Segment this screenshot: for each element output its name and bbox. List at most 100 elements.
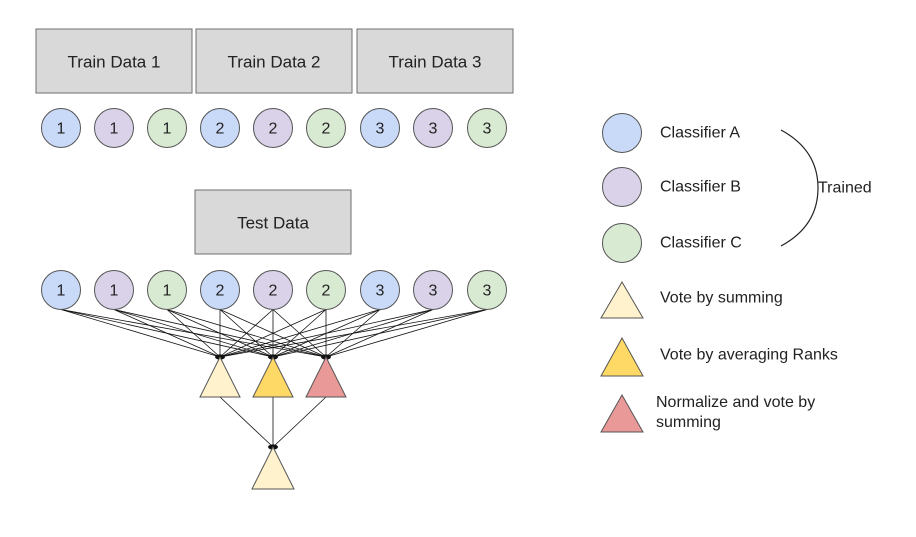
test-row-node: 1 xyxy=(94,270,134,310)
classifier-circle xyxy=(147,108,187,148)
legend-item-classifier-1: Classifier A xyxy=(602,113,740,153)
classifier-node-label: 1 xyxy=(110,121,119,138)
train-data-box-bg xyxy=(195,28,353,94)
classifier-node-label: 1 xyxy=(57,121,66,138)
train-data-box-1: Train Data 1 xyxy=(35,28,193,94)
trained-row-node: 1 xyxy=(94,108,134,148)
classifier-circle xyxy=(413,270,453,310)
trained-row-node: 2 xyxy=(253,108,293,148)
trained-row-node: 2 xyxy=(306,108,346,148)
classifier-node-label: 2 xyxy=(322,283,331,300)
connector-line xyxy=(219,309,274,358)
classifier-node-label: 2 xyxy=(269,283,278,300)
trained-row-node: 3 xyxy=(467,108,507,148)
trained-label: Trained xyxy=(818,180,872,197)
final-vote-triangle xyxy=(251,445,295,490)
classifier-node-label: 1 xyxy=(163,283,172,300)
circle-icon xyxy=(602,167,642,207)
legend-label-line: Normalize and vote by xyxy=(656,394,815,411)
legend-label: Vote by summing xyxy=(660,290,783,307)
classifier-circle xyxy=(467,270,507,310)
classifier-node-label: 3 xyxy=(376,283,385,300)
test-row-node: 1 xyxy=(147,270,187,310)
classifier-circle xyxy=(200,270,240,310)
vote-triangle-3 xyxy=(305,355,347,398)
triangle-icon xyxy=(600,281,644,319)
test-row-node: 1 xyxy=(41,270,81,310)
test-row-node: 3 xyxy=(360,270,400,310)
vote-triangle-group xyxy=(199,355,347,490)
circle-icon xyxy=(602,223,642,263)
test-row-node: 2 xyxy=(200,270,240,310)
classifier-node-label: 2 xyxy=(216,121,225,138)
legend-label: Classifier C xyxy=(660,235,742,252)
connector-line xyxy=(325,309,488,358)
classifier-circle xyxy=(253,270,293,310)
classifier-node-label: 3 xyxy=(429,283,438,300)
classifier-circle xyxy=(94,270,134,310)
classifier-circle xyxy=(41,270,81,310)
connector-line xyxy=(272,396,327,448)
classifier-node-label: 3 xyxy=(376,121,385,138)
trained-row-node: 3 xyxy=(360,108,400,148)
classifier-circle xyxy=(253,108,293,148)
classifier-node-label: 3 xyxy=(429,121,438,138)
trained-row-node: 3 xyxy=(413,108,453,148)
train-data-label: Train Data 2 xyxy=(228,53,321,72)
classifier-node-label: 1 xyxy=(57,283,66,300)
classifier-node-label: 1 xyxy=(110,283,119,300)
classifier-circle xyxy=(413,108,453,148)
classifier-circle xyxy=(306,270,346,310)
train-data-box-3: Train Data 3 xyxy=(356,28,514,94)
classifier-node-label: 2 xyxy=(269,121,278,138)
connector-line xyxy=(219,309,434,358)
data-box-group: Train Data 1 Train Data 2 Train Data 3 Test… xyxy=(35,28,514,255)
connector-line xyxy=(219,396,274,448)
edge-group xyxy=(60,309,488,450)
connector-line xyxy=(219,309,381,358)
legend-item-vote-2: Vote by averaging Ranks xyxy=(600,336,838,377)
legend-item-classifier-3: Classifier C xyxy=(602,223,742,263)
train-data-box-bg xyxy=(35,28,193,94)
test-row-node: 2 xyxy=(253,270,293,310)
train-data-box-2: Train Data 2 xyxy=(195,28,353,94)
classifier-node-group: 1 1 1 2 2 2 3 3 3 1 1 1 2 2 2 3 3 3 xyxy=(41,108,507,310)
trained-row-node: 1 xyxy=(147,108,187,148)
connector-line xyxy=(166,309,221,358)
classifier-circle xyxy=(306,108,346,148)
train-data-label: Train Data 1 xyxy=(68,53,161,72)
legend-label: Vote by averaging Ranks xyxy=(660,347,838,364)
train-data-box-bg xyxy=(356,28,514,94)
classifier-circle xyxy=(467,108,507,148)
legend-label: Classifier A xyxy=(660,125,740,142)
bracket-icon xyxy=(780,129,819,247)
connector-line xyxy=(219,309,488,358)
vote-triangle-1 xyxy=(199,355,241,398)
legend-item-vote-1: Vote by summing xyxy=(600,281,783,319)
classifier-node-label: 3 xyxy=(483,121,492,138)
connector-line xyxy=(219,309,327,358)
connector-line xyxy=(60,309,221,358)
classifier-circle xyxy=(41,108,81,148)
classifier-node-label: 3 xyxy=(483,283,492,300)
legend-label: Classifier B xyxy=(660,179,741,196)
connector-line xyxy=(113,309,221,358)
classifier-node-label: 2 xyxy=(216,283,225,300)
test-data-label: Test Data xyxy=(237,214,309,233)
classifier-circle xyxy=(200,108,240,148)
legend: Classifier A Classifier B Classifier C Trai… xyxy=(600,113,872,433)
vote-triangle-2 xyxy=(252,355,294,398)
legend-label-line: summing xyxy=(656,414,721,431)
classifier-circle xyxy=(94,108,134,148)
train-data-label: Train Data 3 xyxy=(389,53,482,72)
connector-line xyxy=(272,309,488,358)
triangle-icon xyxy=(600,336,644,377)
classifier-circle xyxy=(360,108,400,148)
classifier-circle xyxy=(360,270,400,310)
triangle-icon xyxy=(600,393,644,433)
test-row-node: 2 xyxy=(306,270,346,310)
trained-row-node: 2 xyxy=(200,108,240,148)
classifier-circle xyxy=(147,270,187,310)
classifier-node-label: 1 xyxy=(163,121,172,138)
